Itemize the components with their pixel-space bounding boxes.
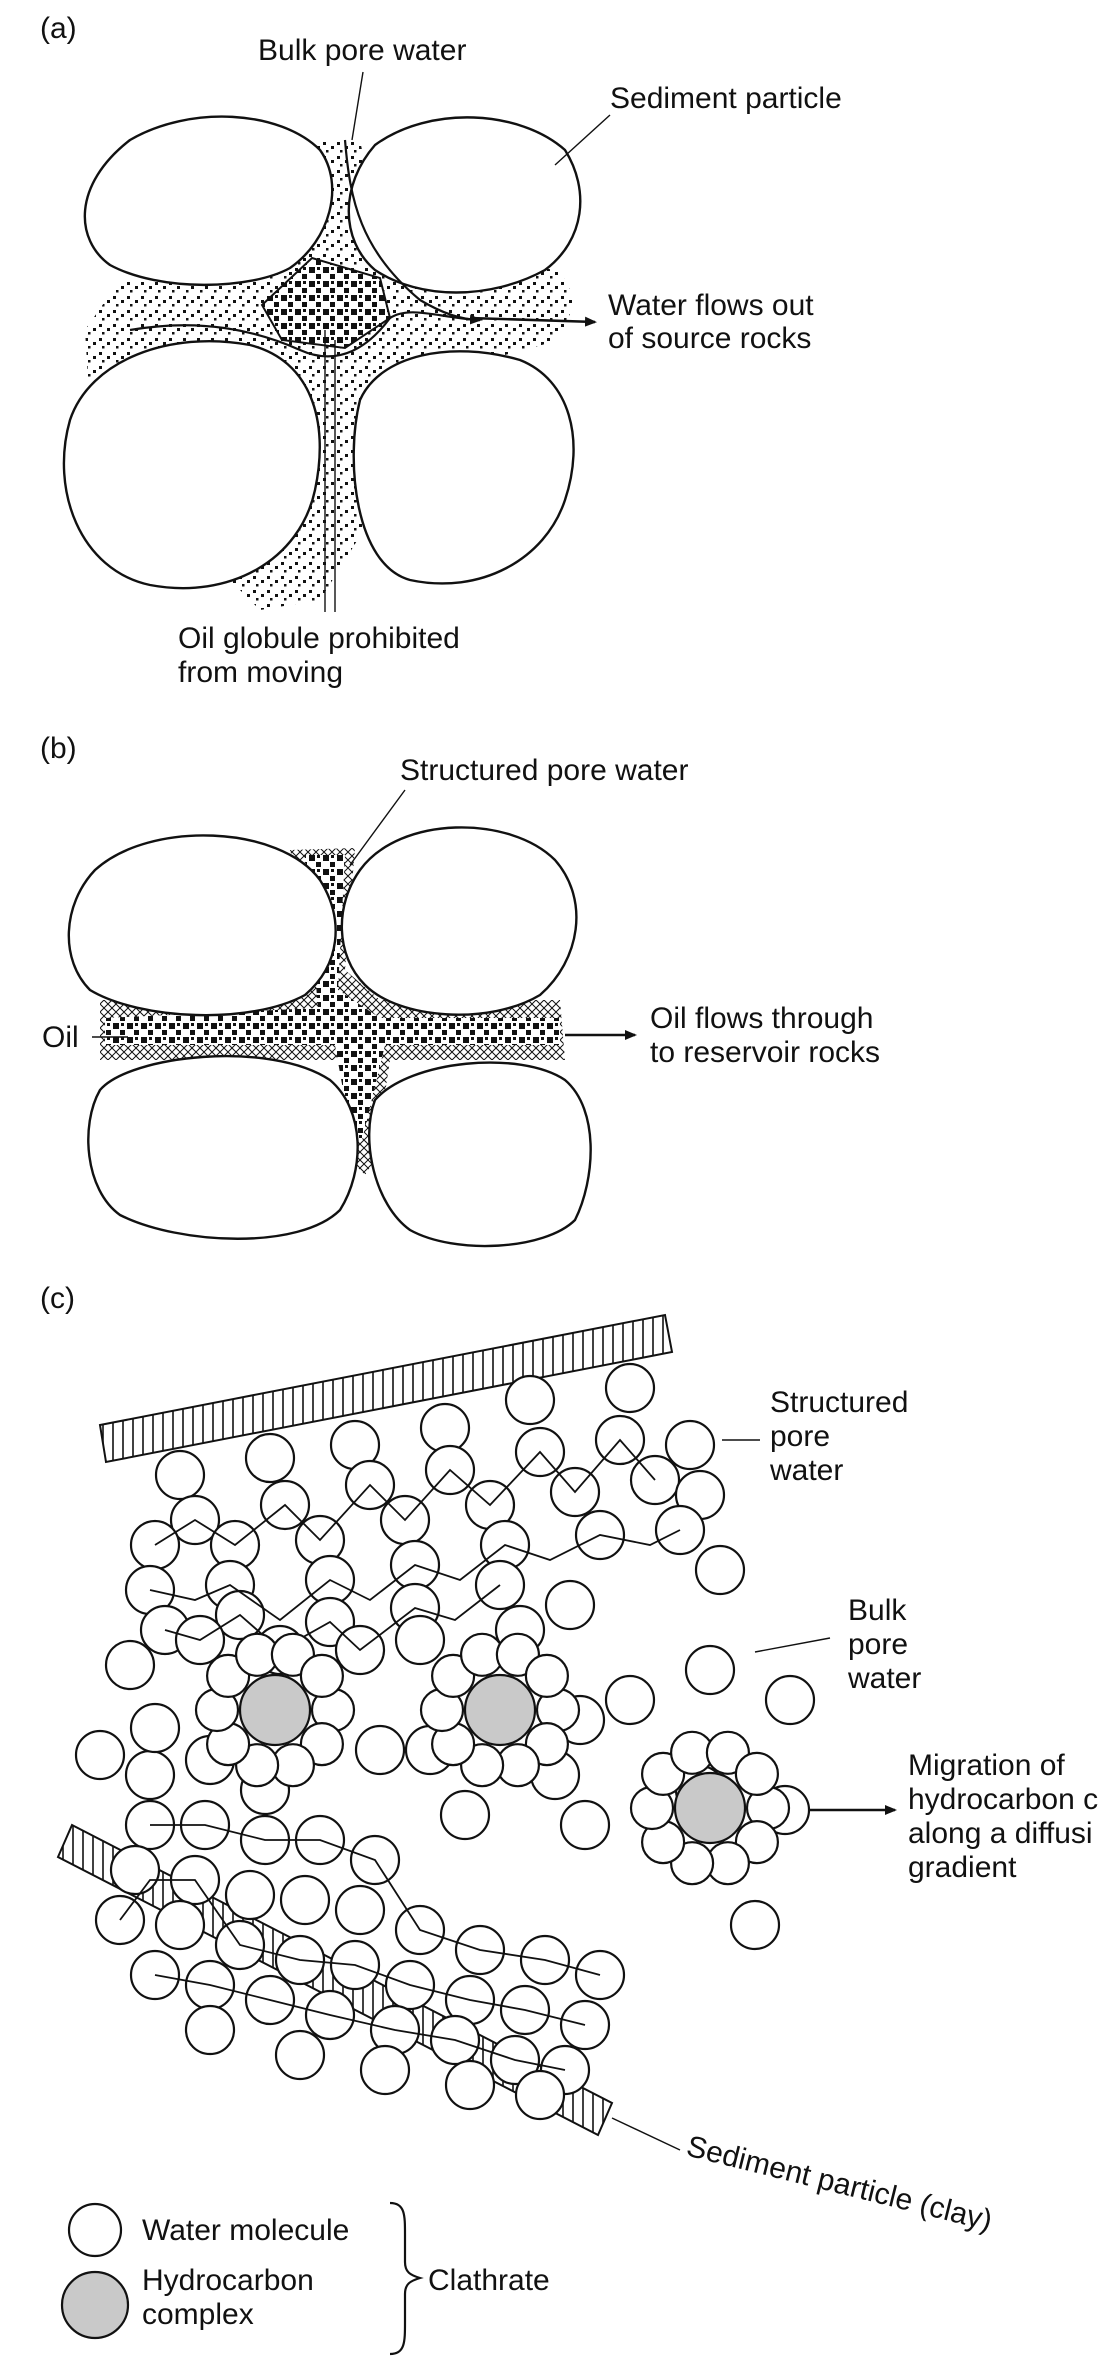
water-flow-arrow [469, 316, 597, 327]
label-oil-globule-2: from moving [178, 656, 343, 689]
label-migration-4: gradient [908, 1851, 1017, 1884]
label-sediment-clay: Sediment particle (clay) [683, 2130, 995, 2238]
label-bulk-pore-water: Bulk pore water [258, 34, 466, 67]
label-oil-globule-1: Oil globule prohibited [178, 622, 460, 655]
label-migration-1: Migration of [908, 1749, 1065, 1782]
label-bulk-c-2: pore [848, 1628, 908, 1661]
water-molecule [109, 1844, 161, 1896]
clathrate-water-molecule [524, 1653, 570, 1699]
water-molecule [244, 1432, 296, 1484]
water-molecule [279, 1874, 331, 1926]
legend-water-molecule-icon [67, 2202, 123, 2258]
sediment-grain-top-right [347, 116, 582, 294]
label-structured-pore-water: Structured pore water [400, 754, 688, 787]
water-molecule [154, 1899, 206, 1951]
clathrate-water-molecule [734, 1751, 780, 1797]
panel-b-tag: (b) [40, 732, 77, 765]
label-migration-3: along a diffusi [908, 1817, 1093, 1850]
legend-brace [389, 2201, 424, 2356]
water-molecule [419, 1402, 471, 1454]
panel-a: (a) Bulk pore water Sediment particle Wa… [40, 12, 842, 689]
label-bulk-c-3: water [847, 1662, 921, 1695]
sediment-grain-b-bottom-left [87, 1054, 359, 1240]
hydrogen-bond-chain [154, 1438, 656, 1547]
water-molecule [129, 1702, 181, 1754]
leader-sediment-particle [554, 114, 611, 166]
water-molecule [604, 1362, 656, 1414]
water-molecule [124, 1749, 176, 1801]
legend: Water molecule Hydrocarbon complex Clath… [60, 2201, 550, 2356]
leader-sediment-clay [611, 2117, 681, 2151]
panel-c: (c) Structured pore water Bulk pore wate… [40, 1282, 1098, 2238]
label-water-flows-1: Water flows out [608, 289, 814, 322]
leader-structured-pore-water [349, 789, 406, 866]
clathrate-water-molecule [299, 1653, 344, 1699]
hydrogen-bond-chain [164, 1584, 501, 1652]
sediment-grain-b-top-right [340, 826, 578, 1016]
water-molecule [104, 1639, 156, 1691]
water-molecule [694, 1544, 746, 1596]
water-molecule [184, 2004, 236, 2056]
water-molecule [334, 1884, 386, 1936]
hydrogen-bond-chain [154, 1974, 566, 2071]
water-molecule [504, 1374, 556, 1426]
sediment-grain-top-left [83, 115, 334, 287]
water-molecule [394, 1614, 446, 1666]
hydrocarbon-complex [463, 1673, 537, 1747]
clathrate-field [194, 1632, 791, 1886]
water-molecule [559, 1799, 611, 1851]
hydrogen-bond-chain [149, 1529, 681, 1622]
label-migration-2: hydrocarbon c [908, 1783, 1098, 1816]
water-molecule [154, 1449, 206, 1501]
water-molecule [764, 1674, 816, 1726]
water-molecule [74, 1729, 126, 1781]
leader-bulk-pore-water [351, 71, 364, 141]
label-sediment-particle: Sediment particle [610, 82, 842, 115]
water-molecule [439, 1789, 491, 1841]
sediment-grain-bottom-right [352, 350, 575, 585]
legend-hydrocarbon-label-1: Hydrocarbon [142, 2264, 314, 2297]
hydrogen-bond-chain [119, 1879, 586, 2026]
label-oil-flows-2: to reservoir rocks [650, 1036, 880, 1069]
hydrocarbon-complex [238, 1673, 312, 1747]
hydrogen-bond-chain [150, 1824, 601, 1976]
leader-bulk-water-c [754, 1637, 831, 1653]
water-molecule [729, 1899, 781, 1951]
hydrocarbon-complex [673, 1771, 747, 1845]
label-structured-c-2: pore [770, 1420, 830, 1453]
sediment-grain-b-top-left [67, 834, 337, 1017]
label-oil: Oil [42, 1021, 79, 1054]
water-molecule [359, 2044, 411, 2096]
legend-water-molecule-label: Water molecule [142, 2214, 349, 2247]
water-molecule [664, 1419, 716, 1471]
label-bulk-c-1: Bulk [848, 1594, 907, 1627]
water-molecule [604, 1674, 656, 1726]
sediment-grain-b-bottom-right [368, 1061, 592, 1248]
legend-clathrate-label: Clathrate [428, 2264, 550, 2297]
panel-a-tag: (a) [40, 12, 77, 45]
legend-hydrocarbon-label-2: complex [142, 2298, 254, 2331]
label-water-flows-2: of source rocks [608, 322, 811, 355]
label-structured-c-1: Structured [770, 1386, 908, 1419]
water-molecule [684, 1644, 736, 1696]
water-molecule [354, 1724, 406, 1776]
water-molecule [444, 2059, 496, 2111]
water-molecule [274, 2029, 326, 2081]
legend-hydrocarbon-icon [60, 2270, 130, 2340]
clay-particle-top [98, 1313, 674, 1464]
label-oil-flows-1: Oil flows through [650, 1002, 873, 1035]
water-molecule [544, 1579, 596, 1631]
water-molecule [224, 1869, 276, 1921]
water-molecule [514, 2069, 566, 2121]
panel-b: (b) Structured pore water Oil Oil flows … [40, 732, 880, 1248]
panel-c-tag: (c) [40, 1282, 75, 1315]
sediment-grain-bottom-left [62, 340, 321, 590]
label-structured-c-3: water [769, 1454, 843, 1487]
oil-region [105, 855, 560, 1140]
